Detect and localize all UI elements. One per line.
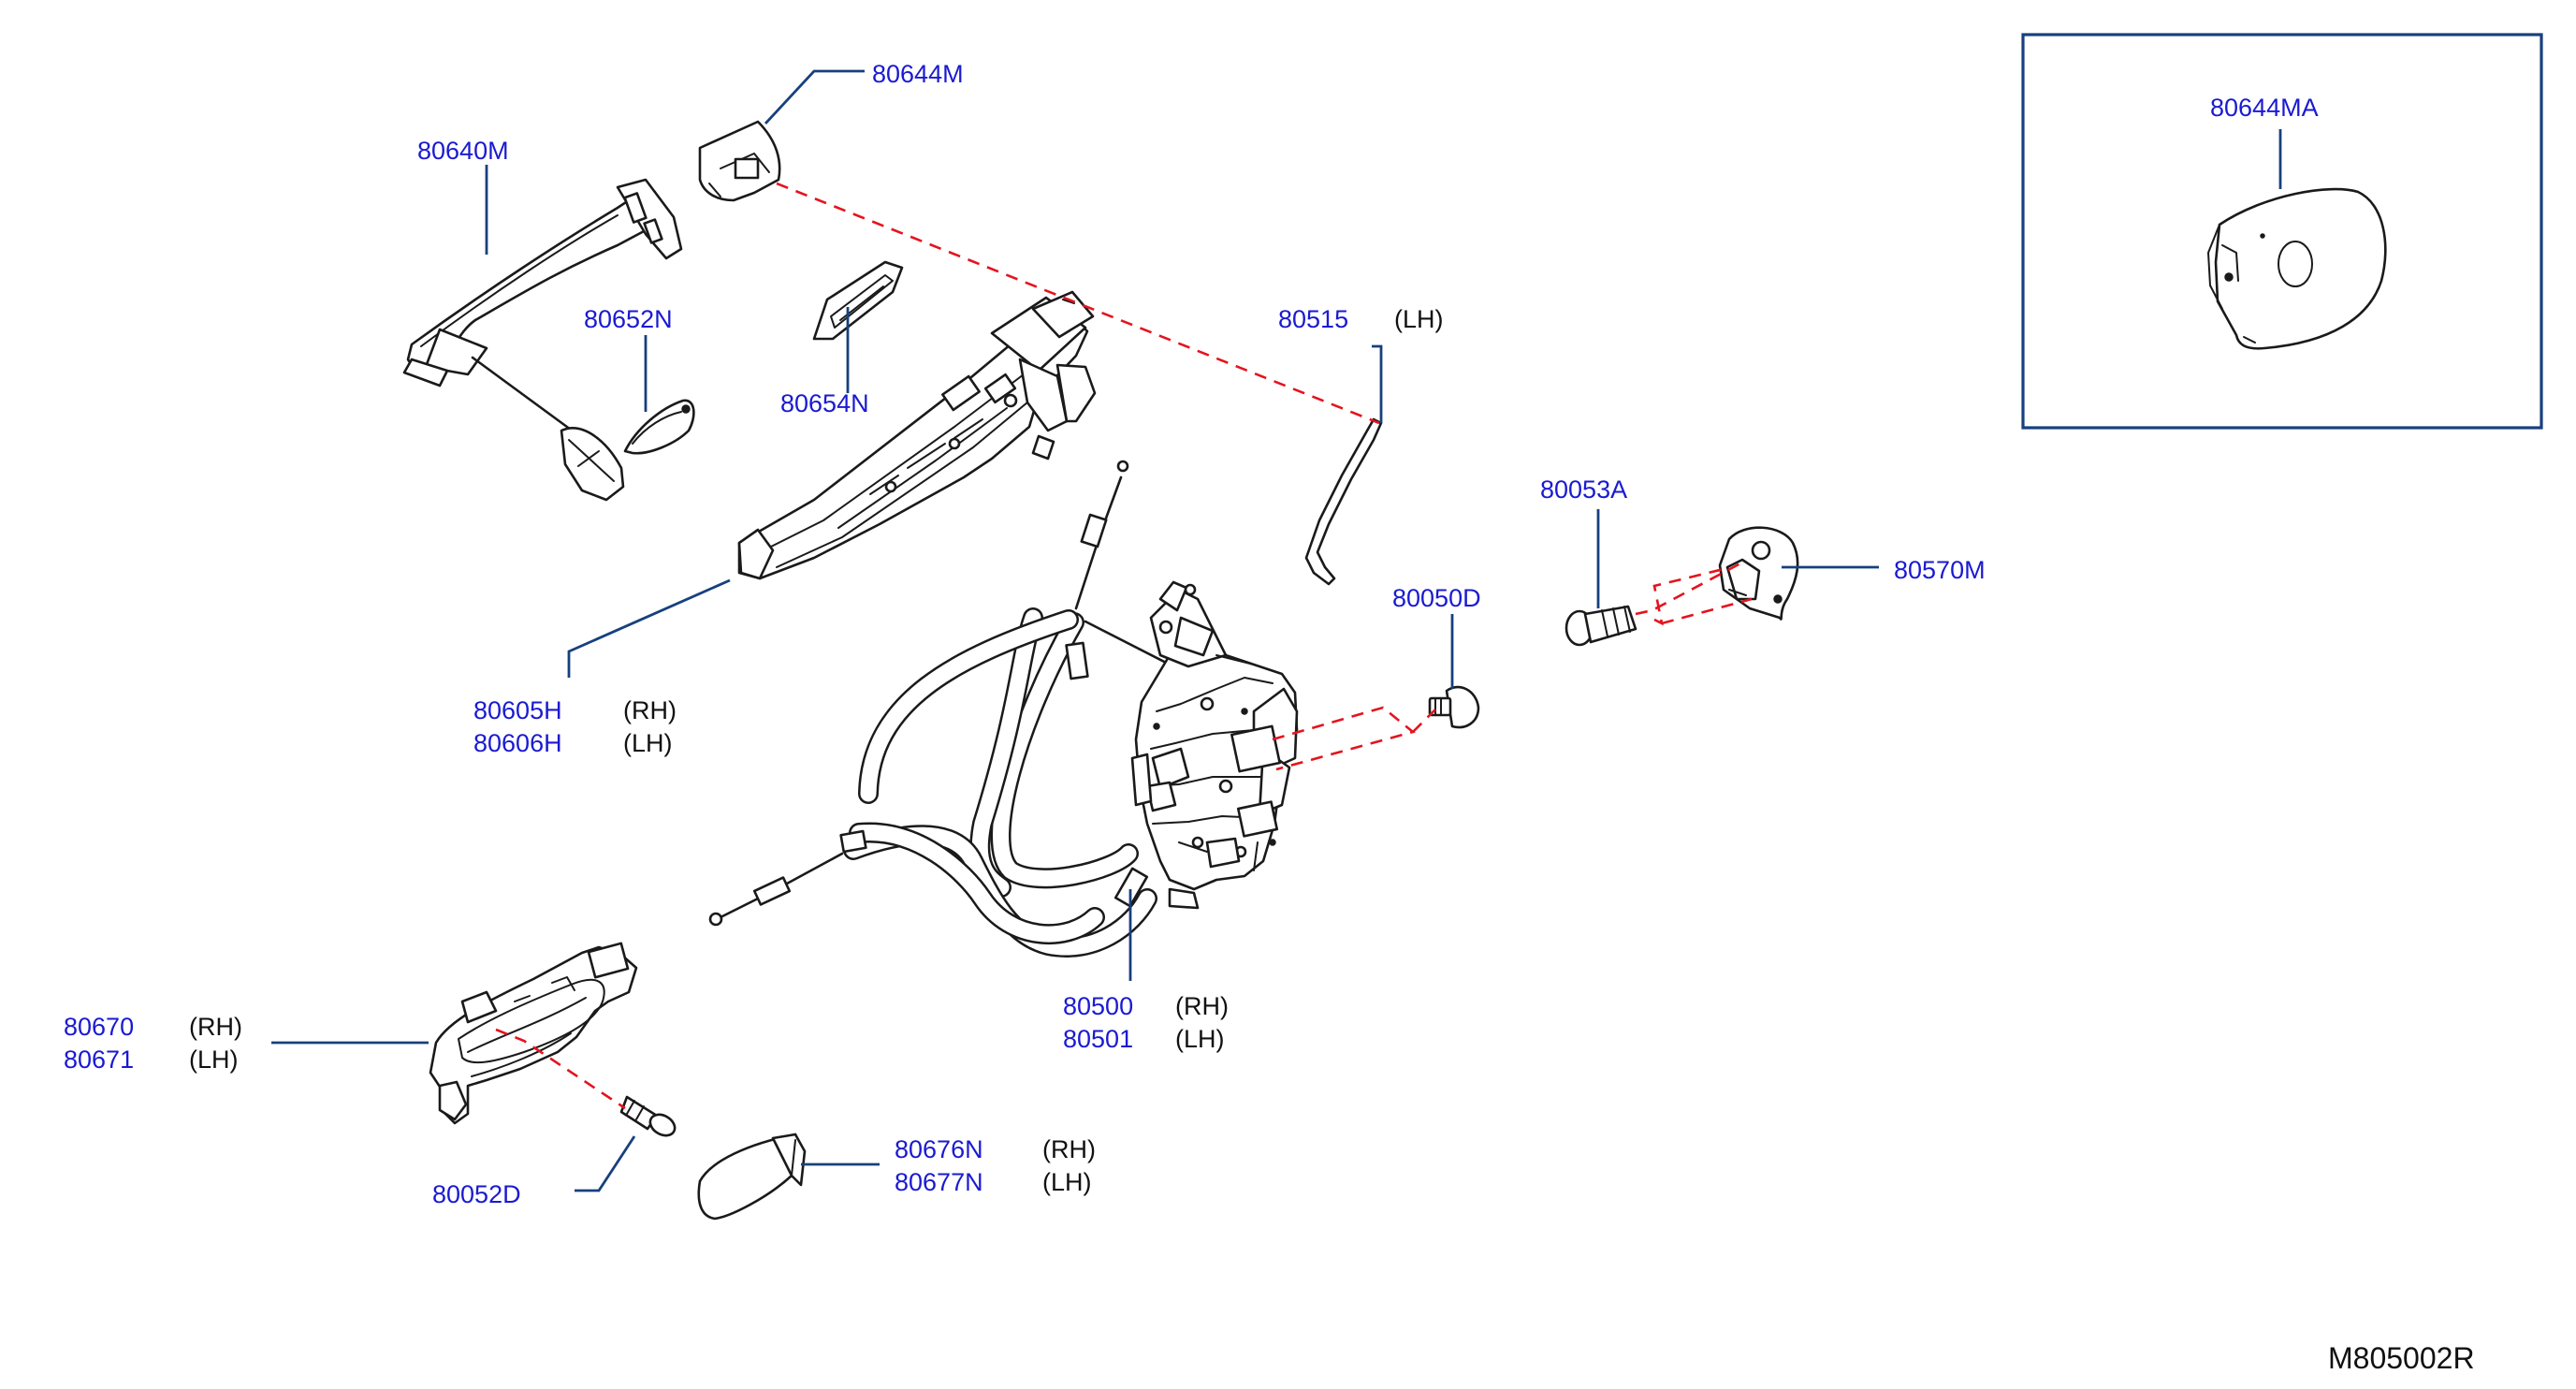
note-80676N: (RH) xyxy=(1042,1135,1096,1163)
cap-80644MA-drawing xyxy=(2207,187,2387,350)
note-80606H: (LH) xyxy=(623,729,673,757)
leader-80052D xyxy=(575,1135,636,1192)
note-80500: (RH) xyxy=(1175,992,1229,1020)
bolt-80053A-drawing xyxy=(1565,605,1637,647)
screw-80052D-drawing xyxy=(619,1095,677,1137)
escutcheon-80676N-drawing xyxy=(697,1133,807,1221)
part-number-80654N: 80654N xyxy=(780,389,869,417)
part-number-80053A: 80053A xyxy=(1540,475,1627,504)
cap-80644M-drawing xyxy=(698,120,781,202)
note-80605H: (RH) xyxy=(623,696,677,724)
striker-80570M-drawing xyxy=(1718,526,1799,621)
leader-80644M xyxy=(764,69,865,124)
gasket-80652N-drawing xyxy=(623,399,695,455)
note-80677N: (LH) xyxy=(1042,1168,1092,1196)
part-number-80644M: 80644M xyxy=(872,60,964,88)
cable-assembly-drawing xyxy=(708,460,1218,958)
part-number-80500: 80500 xyxy=(1063,992,1133,1020)
bracket-80605H-drawing xyxy=(737,290,1097,580)
leader-80515 xyxy=(1372,344,1383,423)
gasket-80654N-drawing xyxy=(812,260,904,341)
part-number-80570M: 80570M xyxy=(1894,556,1986,584)
diagram-reference-code: M805002R xyxy=(2328,1341,2475,1375)
part-number-80652N: 80652N xyxy=(584,305,673,333)
part-number-80676N: 80676N xyxy=(895,1135,983,1163)
bolt-80050D-drawing xyxy=(1428,685,1480,729)
leader-80605H xyxy=(567,578,731,678)
part-number-80671: 80671 xyxy=(64,1045,134,1074)
alignment-dash-80053A-to-striker xyxy=(1635,562,1753,626)
part-number-80515: 80515 xyxy=(1278,305,1348,333)
part-number-80501: 80501 xyxy=(1063,1025,1133,1053)
note-80515: (LH) xyxy=(1394,305,1444,333)
handle-rod-80640M xyxy=(471,356,587,442)
part-number-80606H: 80606H xyxy=(473,729,562,757)
part-number-80677N: 80677N xyxy=(895,1168,983,1196)
part-number-80640M: 80640M xyxy=(417,137,509,165)
note-80671: (LH) xyxy=(189,1045,239,1074)
outside-handle-80640M xyxy=(402,178,683,387)
rod-80515-drawing xyxy=(1304,417,1383,586)
part-number-80052D: 80052D xyxy=(432,1180,521,1208)
note-80670: (RH) xyxy=(189,1013,242,1041)
part-number-80050D: 80050D xyxy=(1392,584,1481,612)
inside-handle-80670-drawing xyxy=(429,942,638,1125)
alignment-dash-lock-to-80050D xyxy=(1272,706,1416,771)
door-lock-actuator-drawing xyxy=(1130,580,1299,910)
alignment-dash-handle-to-screw xyxy=(495,1028,626,1110)
note-80501: (LH) xyxy=(1175,1025,1225,1053)
alignment-dash-80050D xyxy=(1412,709,1436,733)
part-number-80644MA: 80644MA xyxy=(2210,94,2319,122)
part-number-80605H: 80605H xyxy=(473,696,562,724)
inset-frame xyxy=(2021,33,2543,430)
part-number-80670: 80670 xyxy=(64,1013,134,1041)
alignment-dash-cap-to-rod xyxy=(776,182,1380,425)
rod-connector-80640M xyxy=(560,427,625,502)
